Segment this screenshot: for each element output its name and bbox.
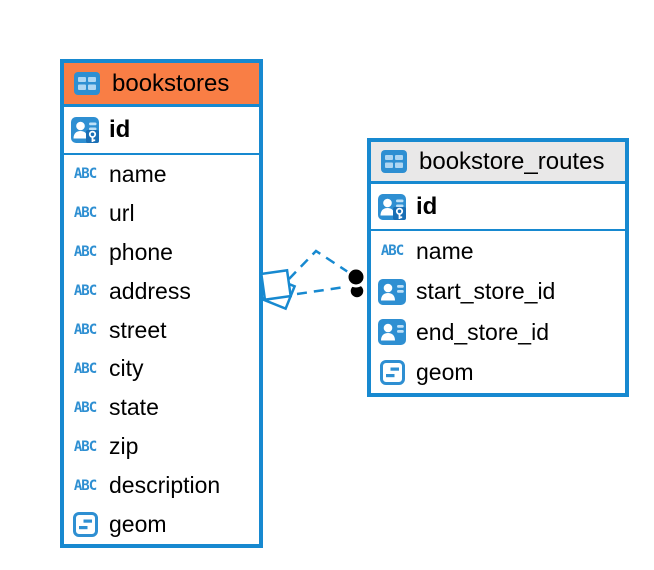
user-reference-icon <box>377 279 407 305</box>
column-row[interactable]: ABC description <box>64 466 259 505</box>
column-row[interactable]: ABC state <box>64 388 259 427</box>
abc-text-icon: ABC <box>73 205 97 222</box>
column-row[interactable]: ABC address <box>64 272 259 311</box>
bookstores-pk-row[interactable]: id <box>64 107 259 155</box>
column-row[interactable]: ABC url <box>64 194 259 233</box>
column-row[interactable]: geom <box>64 505 259 544</box>
geometry-icon <box>377 360 407 385</box>
column-label: end_store_id <box>416 318 549 345</box>
column-label: url <box>109 199 135 226</box>
table-title: bookstore_routes <box>419 147 605 175</box>
column-row[interactable]: ABC name <box>64 155 259 194</box>
column-row[interactable]: start_store_id <box>371 272 625 313</box>
column-row[interactable]: ABC zip <box>64 427 259 466</box>
routes-columns: ABC name start_store_id end_store_id ge <box>371 231 625 393</box>
pk-column-label: id <box>416 192 438 220</box>
column-row[interactable]: ABC phone <box>64 233 259 272</box>
relationship-line-lower[interactable] <box>296 285 346 296</box>
bookstores-columns: ABC name ABC url ABC phone ABC address A… <box>64 155 259 544</box>
abc-text-icon: ABC <box>73 322 97 339</box>
geometry-icon <box>70 512 100 537</box>
relationship-line-upper[interactable] <box>288 249 349 280</box>
table-icon <box>379 150 409 173</box>
column-label: city <box>109 355 144 382</box>
user-key-icon <box>70 117 100 143</box>
column-label: phone <box>109 238 173 265</box>
abc-text-icon: ABC <box>73 166 97 183</box>
column-row[interactable]: geom <box>371 353 625 394</box>
column-row[interactable]: end_store_id <box>371 312 625 353</box>
column-label: name <box>109 160 167 187</box>
column-row[interactable]: ABC street <box>64 311 259 350</box>
user-reference-icon <box>377 319 407 345</box>
column-row[interactable]: ABC city <box>64 350 259 389</box>
abc-text-icon: ABC <box>73 360 97 377</box>
column-label: address <box>109 277 191 304</box>
routes-header[interactable]: bookstore_routes <box>371 142 625 184</box>
abc-text-icon: ABC <box>73 438 97 455</box>
column-label: geom <box>109 511 167 538</box>
double-black-dots-marker <box>345 266 367 300</box>
entity-table-bookstore-routes[interactable]: bookstore_routes id ABC name start_store… <box>367 138 629 397</box>
column-label: geom <box>416 359 474 386</box>
abc-text-icon: ABC <box>73 283 97 300</box>
column-label: street <box>109 316 167 343</box>
column-label: name <box>416 237 474 264</box>
user-key-icon <box>377 194 407 220</box>
stacked-squares-marker <box>259 268 297 311</box>
routes-pk-row[interactable]: id <box>371 184 625 231</box>
column-label: zip <box>109 433 139 460</box>
abc-text-icon: ABC <box>73 244 97 261</box>
column-label: state <box>109 394 159 421</box>
column-label: description <box>109 472 221 499</box>
table-title: bookstores <box>112 69 230 97</box>
abc-text-icon: ABC <box>380 243 404 260</box>
bookstores-header[interactable]: bookstores <box>64 63 259 107</box>
entity-table-bookstores[interactable]: bookstores id ABC name ABC url ABC phone… <box>60 59 263 548</box>
pk-column-label: id <box>109 116 131 143</box>
column-row[interactable]: ABC name <box>371 231 625 272</box>
abc-text-icon: ABC <box>73 399 97 416</box>
table-icon <box>72 72 102 95</box>
abc-text-icon: ABC <box>73 477 97 494</box>
column-label: start_store_id <box>416 278 556 305</box>
